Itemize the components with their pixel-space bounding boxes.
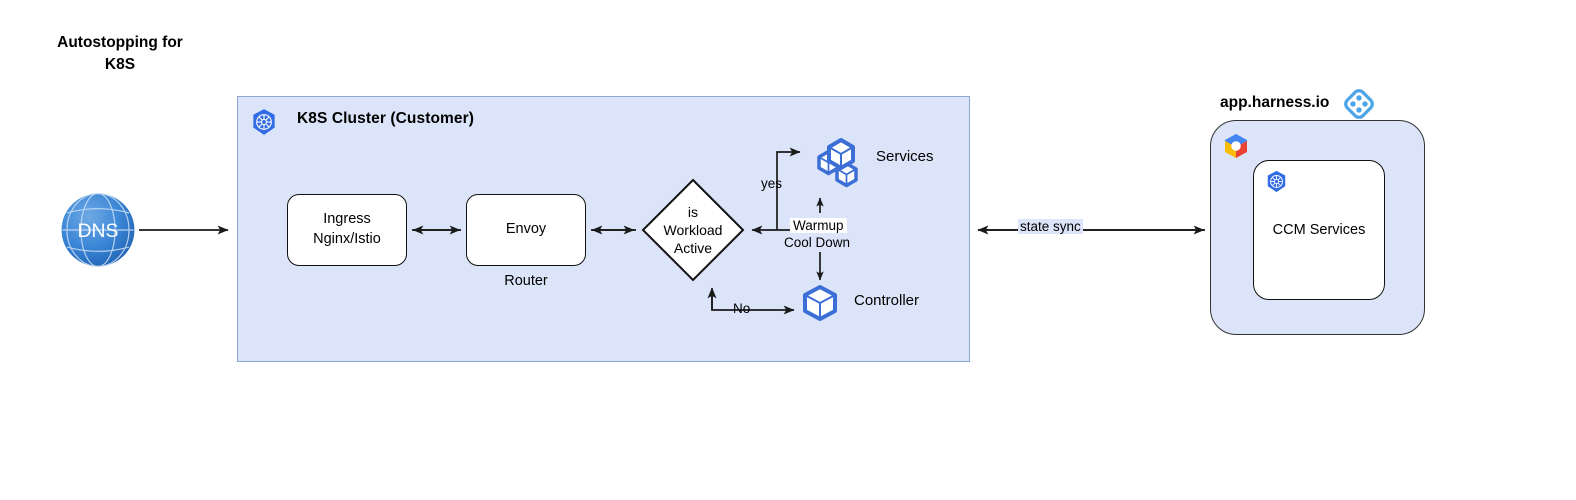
edge-label-no: No [733,301,751,316]
dns-label: DNS [78,220,119,242]
harness-title: app.harness.io [1220,94,1330,111]
envoy-label: Envoy [505,221,547,238]
ingress-label: Ingress Nginx/Istio [313,211,381,247]
gcp-hexagon-icon [1221,131,1251,161]
controller-label: Controller [854,292,920,309]
dns-node[interactable]: DNS [59,192,137,268]
cluster-title: K8S Cluster (Customer) [297,110,475,127]
router-label: Router [504,273,548,289]
ingress-node[interactable]: Ingress Nginx/Istio [287,194,407,266]
services-label: Services [876,148,934,165]
edge-label-yes: yes [761,176,783,191]
envoy-node[interactable]: Envoy [466,194,586,266]
harness-logo-icon [1343,88,1375,120]
kubernetes-icon [250,108,278,136]
kubernetes-pod-icon[interactable] [801,285,839,321]
decision-node[interactable]: is Workload Active [641,178,745,282]
edge-label-state-sync: state sync [1018,219,1083,234]
ccm-services-label: CCM Services [1272,222,1366,238]
kubernetes-pods-icon[interactable] [806,134,866,196]
kubernetes-icon [1265,170,1288,193]
decision-label: is Workload Active [663,203,723,257]
edge-label-warmup: Warmup [790,218,847,233]
page-title: Autostopping for K8S [57,34,183,73]
edge-label-cooldown: Cool Down [784,235,851,250]
